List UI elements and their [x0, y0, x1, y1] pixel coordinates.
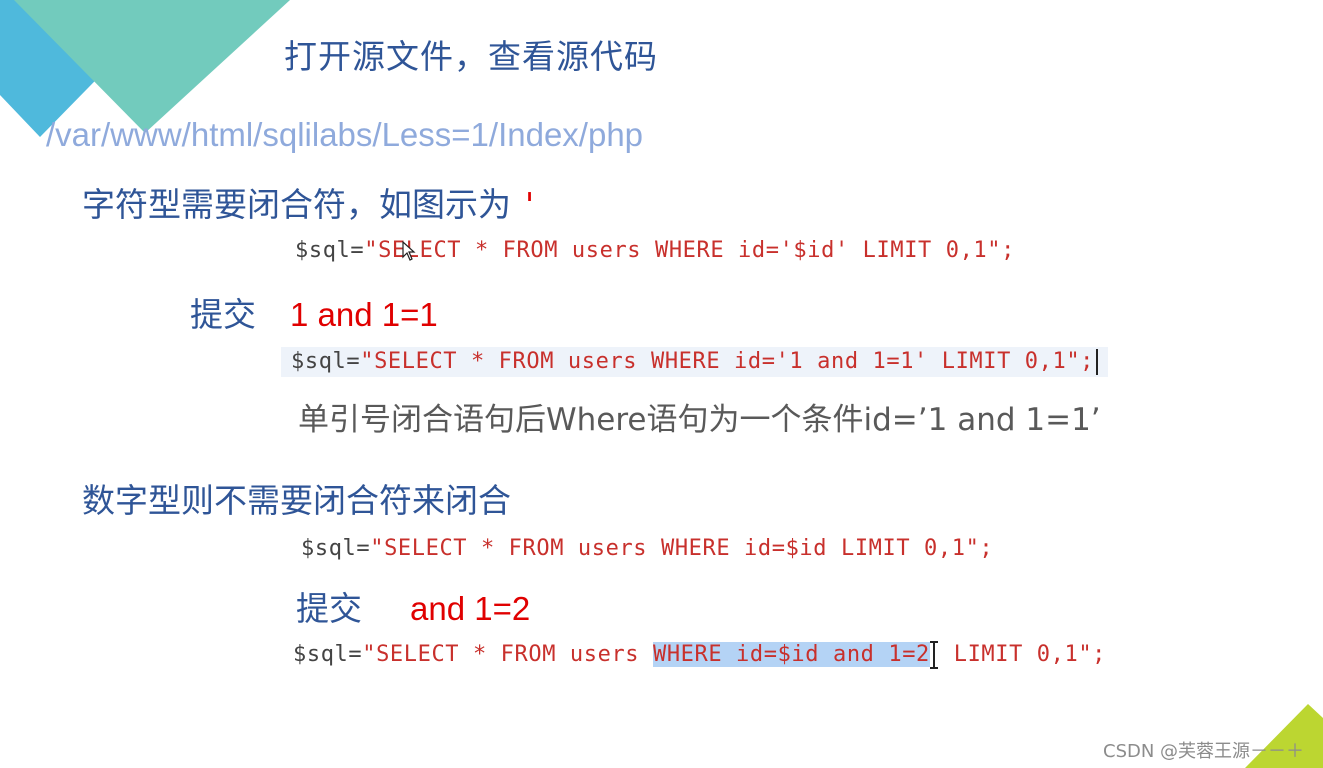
file-path: /var/www/html/sqlilabs/Less=1/Index/php [46, 116, 644, 153]
code-query: "SELECT * FROM users WHERE id='1 and 1=1… [360, 349, 1095, 374]
string-type-note: 单引号闭合语句后Where语句为一个条件id=’1 and 1=1’ [298, 402, 1101, 438]
ibeam-cursor-icon [929, 640, 940, 670]
closing-char: ' [525, 185, 535, 224]
code-var: $sql= [295, 238, 365, 263]
numeric-submit-row: 提交 and 1=2 [296, 582, 530, 630]
slide-title: 打开源文件，查看源代码 [284, 37, 658, 76]
code-string-injected: $sql="SELECT * FROM users WHERE id='1 an… [281, 347, 1109, 377]
mouse-pointer-icon [402, 241, 416, 261]
code-query-post: LIMIT 0,1"; [939, 642, 1107, 667]
submit-label: 提交 [296, 589, 362, 628]
code-var: $sql= [291, 349, 361, 374]
string-submit-row: 提交 1 and 1=1 [190, 288, 438, 336]
code-query: "SELECT * FROM users WHERE id=$id LIMIT … [370, 536, 994, 561]
numeric-type-heading: 数字型则不需要闭合符来闭合 [82, 481, 511, 520]
code-query: "SELECT * FROM users WHERE id='$id' LIMI… [364, 238, 1015, 263]
submit-value: and 1=2 [410, 590, 531, 627]
code-query-pre: "SELECT * FROM users [362, 642, 653, 667]
submit-label: 提交 [190, 295, 256, 334]
code-var: $sql= [301, 536, 371, 561]
watermark: CSDN @芙蓉王源－－＋ [1103, 741, 1305, 762]
string-type-heading-text: 字符型需要闭合符，如图示为 [82, 185, 511, 224]
code-string-original: $sql="SELECT * FROM users WHERE id='$id'… [295, 238, 1015, 263]
selected-text: WHERE id=$id and 1=2 [652, 642, 930, 667]
text-cursor-icon [1096, 349, 1099, 375]
submit-value: 1 and 1=1 [290, 296, 438, 333]
code-numeric-original: $sql="SELECT * FROM users WHERE id=$id L… [301, 536, 993, 561]
string-type-heading: 字符型需要闭合符，如图示为 ' [82, 178, 534, 226]
code-var: $sql= [293, 642, 363, 667]
code-numeric-injected: $sql="SELECT * FROM users WHERE id=$id a… [293, 640, 1106, 670]
